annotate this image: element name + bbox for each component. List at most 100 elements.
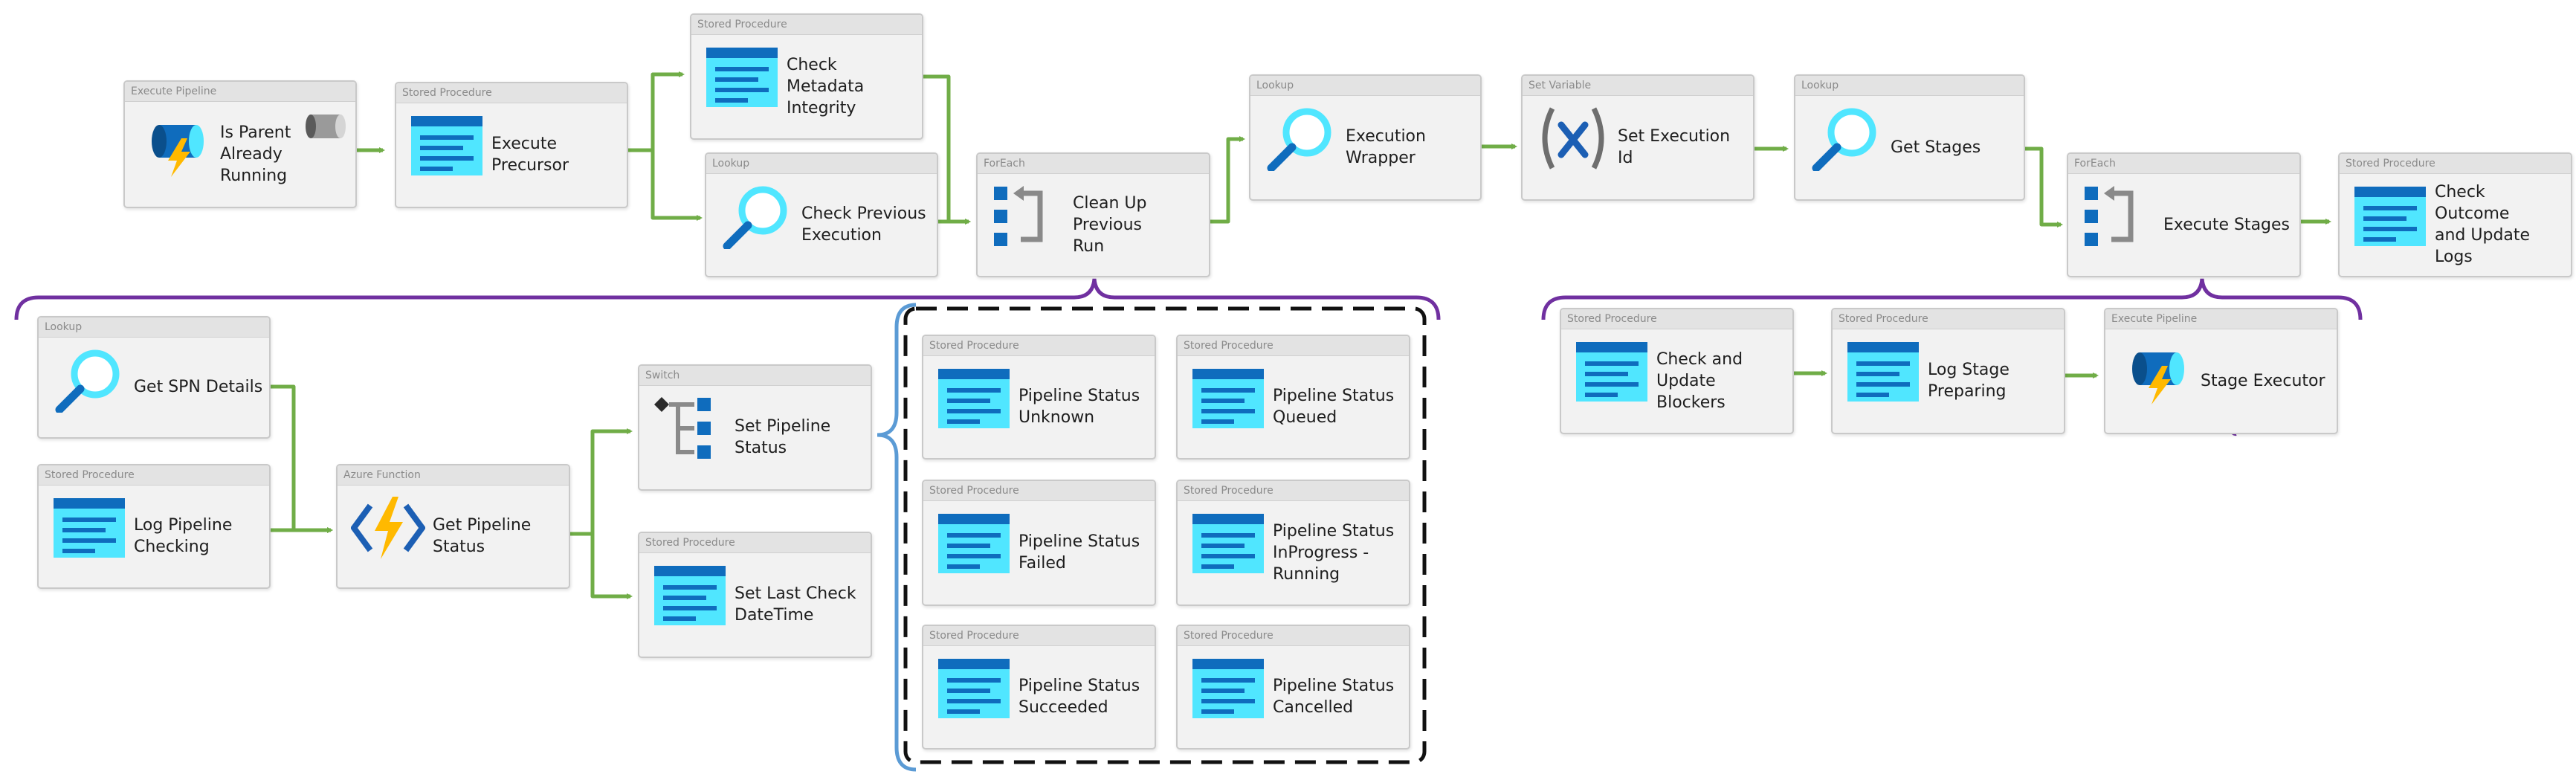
activity-pipeline-status-queued[interactable]: Stored Procedure Pipeline Status Queued [1176, 335, 1410, 460]
activity-type-label: Stored Procedure [1561, 309, 1792, 329]
activity-pipeline-status-cancelled[interactable]: Stored Procedure Pipeline Status Cancell… [1176, 625, 1410, 749]
activity-execution-wrapper[interactable]: Lookup Execution Wrapper [1249, 74, 1482, 201]
activity-label: Log Stage Preparing [1928, 361, 2010, 401]
activity-type-label: ForEach [2068, 154, 2299, 174]
activity-label: Check Outcome and Update Logs [2435, 183, 2531, 266]
activity-label: Is Parent Already Running [220, 123, 291, 185]
activity-type-label: Azure Function [338, 465, 569, 486]
lookup-icon [1264, 106, 1338, 173]
activity-label: Execution Wrapper [1346, 127, 1426, 167]
stored-procedure-icon [1191, 656, 1265, 721]
activity-set-pipeline-status[interactable]: Switch Set Pipeline Status [638, 364, 872, 491]
activity-type-label: Stored Procedure [923, 626, 1155, 646]
stored-procedure-icon [937, 656, 1011, 721]
activity-is-parent-already-running[interactable]: Execute Pipeline Is Parent Already Runni… [123, 80, 357, 208]
activity-execute-stages[interactable]: ForEach Execute Stages [2067, 152, 2301, 277]
activity-log-pipeline-checking[interactable]: Stored Procedure Log Pipeline Checking [37, 464, 271, 589]
activity-type-label: Execute Pipeline [2105, 309, 2337, 329]
activity-check-previous-execution[interactable]: Lookup Check Previous Execution [705, 152, 938, 277]
activity-label: Get Pipeline Status [433, 516, 532, 556]
activity-check-metadata-integrity[interactable]: Stored Procedure Check Metadata Integrit… [690, 13, 923, 140]
flow-arrow [590, 534, 633, 599]
activity-label: Stage Executor [2201, 371, 2325, 390]
stored-procedure-icon [2353, 184, 2427, 249]
activity-pipeline-status-unknown[interactable]: Stored Procedure Pipeline Status Unknown [922, 335, 1156, 460]
activity-type-label: ForEach [978, 154, 1209, 174]
activity-label: Pipeline Status InProgress - Running [1273, 521, 1395, 584]
flow-arrow [570, 428, 633, 536]
activity-label: Pipeline Status Queued [1273, 387, 1395, 427]
foreach-icon [991, 184, 1065, 249]
flow-arrow [1210, 136, 1245, 224]
execute-pipeline-icon [138, 112, 213, 177]
flow-arrow [651, 150, 703, 221]
azure-function-icon [350, 495, 426, 561]
switch-cases-container [903, 306, 1427, 764]
stored-procedure-icon [1575, 339, 1649, 404]
activity-type-label: Stored Procedure [1178, 481, 1409, 501]
stored-procedure-icon [653, 563, 727, 628]
activity-check-outcome-and-update-logs[interactable]: Stored Procedure Check Outcome and Updat… [2338, 152, 2572, 277]
lookup-icon [52, 347, 126, 414]
stored-procedure-icon [705, 45, 779, 110]
activity-set-execution-id[interactable]: Set Variable Set Execution Id [1521, 74, 1755, 201]
activity-label: Check and Update Blockers [1656, 349, 1743, 412]
activity-label: Execute Precursor [491, 135, 569, 175]
activity-label: Check Previous Execution [801, 204, 926, 245]
stored-procedure-icon [937, 366, 1011, 431]
activity-pipeline-status-inprogress-running[interactable]: Stored Procedure Pipeline Status InProgr… [1176, 480, 1410, 606]
activity-label: Set Pipeline Status [735, 417, 831, 457]
lookup-icon [720, 184, 794, 251]
foreach-bracket [14, 278, 1441, 320]
activity-log-stage-preparing[interactable]: Stored Procedure Log Stage Preparing [1831, 308, 2065, 434]
activity-type-label: Lookup [706, 154, 937, 174]
activity-set-last-check-datetime[interactable]: Stored Procedure Set Last Check DateTime [638, 532, 872, 658]
activity-type-label: Switch [639, 366, 871, 386]
activity-label: Pipeline Status Succeeded [1019, 677, 1140, 717]
flow-arrow [2025, 146, 2063, 228]
activity-execute-precursor[interactable]: Stored Procedure Execute Precursor [395, 82, 628, 208]
activity-get-stages[interactable]: Lookup Get Stages [1794, 74, 2025, 201]
activity-type-label: Lookup [39, 317, 269, 338]
flow-arrow [271, 384, 333, 533]
activity-type-label: Lookup [1795, 76, 2024, 96]
activity-check-and-update-blockers[interactable]: Stored Procedure Check and Update Blocke… [1560, 308, 1794, 434]
activity-type-label: Lookup [1250, 76, 1480, 96]
activity-pipeline-status-succeeded[interactable]: Stored Procedure Pipeline Status Succeed… [922, 625, 1156, 749]
stored-procedure-icon [1846, 339, 1920, 404]
activity-get-pipeline-status[interactable]: Azure Function Get Pipeline Status [336, 464, 570, 589]
stored-procedure-icon [1191, 511, 1265, 576]
activity-type-label: Stored Procedure [691, 15, 922, 35]
activity-type-label: Stored Procedure [1178, 336, 1409, 356]
activity-stage-executor[interactable]: Execute Pipeline Stage Executor [2104, 308, 2338, 434]
activity-label: Check Metadata Integrity [787, 55, 865, 117]
foreach-icon [2082, 184, 2156, 249]
execute-pipeline-icon [2119, 339, 2193, 404]
stored-procedure-icon [410, 113, 484, 178]
switch-icon [653, 396, 727, 461]
activity-label: Pipeline Status Cancelled [1273, 677, 1395, 717]
activity-label: Pipeline Status Failed [1019, 532, 1140, 573]
activity-label: Execute Stages [2163, 215, 2291, 234]
activity-type-label: Stored Procedure [396, 83, 627, 103]
activity-label: Set Last Check DateTime [735, 584, 856, 625]
activity-pipeline-status-failed[interactable]: Stored Procedure Pipeline Status Failed [922, 480, 1156, 606]
activity-type-label: Execute Pipeline [125, 82, 355, 102]
switch-case-brace [877, 303, 917, 772]
activity-clean-up-previous-run[interactable]: ForEach Clean Up Previous Run [976, 152, 1210, 277]
activity-type-label: Stored Procedure [923, 336, 1155, 356]
activity-type-label: Stored Procedure [2340, 154, 2571, 174]
activity-label: Get Stages [1891, 138, 1981, 157]
stored-procedure-icon [52, 495, 126, 561]
activity-type-label: Stored Procedure [1833, 309, 2064, 329]
activity-label: Clean Up Previous Run [1073, 193, 1147, 256]
activity-type-label: Set Variable [1523, 76, 1753, 96]
activity-get-spn-details[interactable]: Lookup Get SPN Details [37, 316, 271, 439]
flow-arrow [628, 71, 685, 152]
activity-label: Set Execution Id [1618, 127, 1731, 167]
activity-type-label: Stored Procedure [39, 465, 269, 486]
activity-type-label: Stored Procedure [639, 533, 871, 553]
stored-procedure-icon [937, 511, 1011, 576]
lookup-icon [1809, 106, 1883, 173]
